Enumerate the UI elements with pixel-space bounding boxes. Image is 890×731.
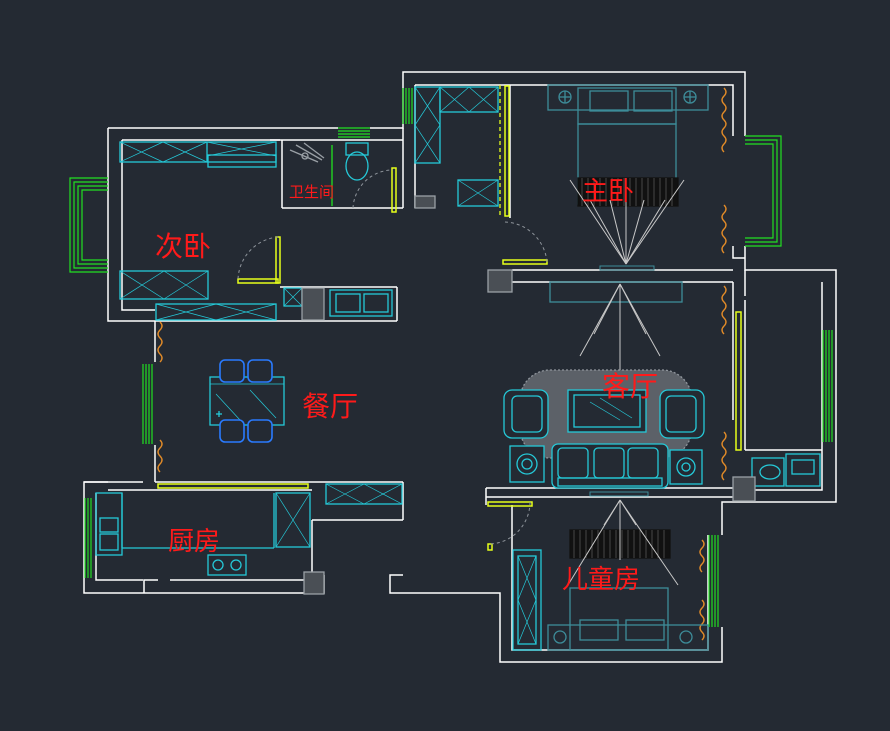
room-label-living-room: 客厅 bbox=[602, 370, 658, 403]
room-label-kids-room: 儿童房 bbox=[562, 565, 640, 595]
stove-kitchen bbox=[207, 554, 247, 576]
wardrobe-second-bedroom-top bbox=[119, 141, 277, 163]
window-bathroom bbox=[338, 127, 370, 138]
curtain-living-2 bbox=[721, 431, 727, 481]
counter-corridor bbox=[283, 287, 393, 321]
tv-projection-living bbox=[579, 283, 661, 370]
doors bbox=[157, 85, 742, 551]
tv-cabinet-living bbox=[549, 281, 683, 303]
window-second-bedroom bbox=[69, 177, 108, 273]
curtain-master-1 bbox=[721, 87, 727, 153]
room-label-second-bedroom: 次卧 bbox=[155, 230, 211, 263]
door-kitchen bbox=[157, 483, 309, 489]
side-table-left bbox=[509, 445, 545, 483]
bed-kids bbox=[547, 587, 709, 651]
rug-master bbox=[577, 177, 679, 207]
sofa-living bbox=[551, 443, 669, 489]
window-master-top bbox=[402, 88, 413, 124]
curtain-dining-1 bbox=[157, 321, 163, 363]
cabinet-kitchen-right bbox=[325, 483, 403, 505]
curtains bbox=[157, 87, 727, 641]
door-balcony bbox=[735, 311, 742, 451]
wardrobe-kids bbox=[512, 549, 542, 651]
bed-master bbox=[547, 84, 709, 205]
armchair-left bbox=[503, 389, 549, 439]
windows bbox=[69, 88, 833, 627]
toilet bbox=[345, 142, 369, 181]
curtain-dining-2 bbox=[157, 439, 163, 473]
door-bathroom bbox=[391, 167, 397, 213]
shower bbox=[289, 142, 325, 163]
walls bbox=[83, 71, 837, 663]
cabinet-dining-top bbox=[155, 303, 277, 321]
dining-table bbox=[209, 376, 285, 426]
curtain-kids-1 bbox=[699, 539, 705, 573]
furniture bbox=[95, 84, 821, 651]
window-kitchen bbox=[84, 498, 92, 578]
wardrobe-master-top bbox=[439, 86, 499, 113]
tv-projection-kids bbox=[567, 491, 679, 586]
door-second-bedroom bbox=[237, 278, 279, 284]
curtain-master-2 bbox=[721, 204, 727, 254]
cabinet-master-bottom bbox=[457, 179, 499, 207]
room-labels: 主卧 次卧 卫生间 餐厅 客厅 厨房 儿童房 bbox=[155, 177, 658, 595]
wardrobe-second-bedroom-mid bbox=[207, 154, 277, 168]
armchair-right bbox=[659, 389, 705, 439]
curtain-kids-2 bbox=[699, 599, 705, 641]
room-label-bathroom: 卫生间 bbox=[289, 183, 334, 201]
room-label-master-bedroom: 主卧 bbox=[582, 177, 634, 207]
window-kids-room bbox=[708, 535, 719, 627]
window-dining bbox=[142, 364, 153, 444]
room-label-dining-room: 餐厅 bbox=[302, 390, 358, 423]
side-table-right bbox=[669, 449, 703, 485]
door-master bbox=[502, 259, 548, 265]
wardrobe-second-bedroom-bottom bbox=[119, 270, 209, 300]
curtain-living-1 bbox=[721, 285, 727, 335]
door-kids bbox=[487, 501, 533, 507]
dining-chairs bbox=[219, 359, 273, 443]
counter-kitchen bbox=[95, 492, 311, 556]
wardrobe-master-left bbox=[414, 86, 441, 164]
window-master-bedroom bbox=[745, 135, 782, 247]
window-living-balcony bbox=[822, 330, 833, 442]
room-label-kitchen: 厨房 bbox=[168, 527, 220, 557]
tv-projection-master bbox=[569, 178, 685, 271]
coffee-table bbox=[567, 389, 647, 433]
laundry-balcony bbox=[732, 453, 821, 502]
